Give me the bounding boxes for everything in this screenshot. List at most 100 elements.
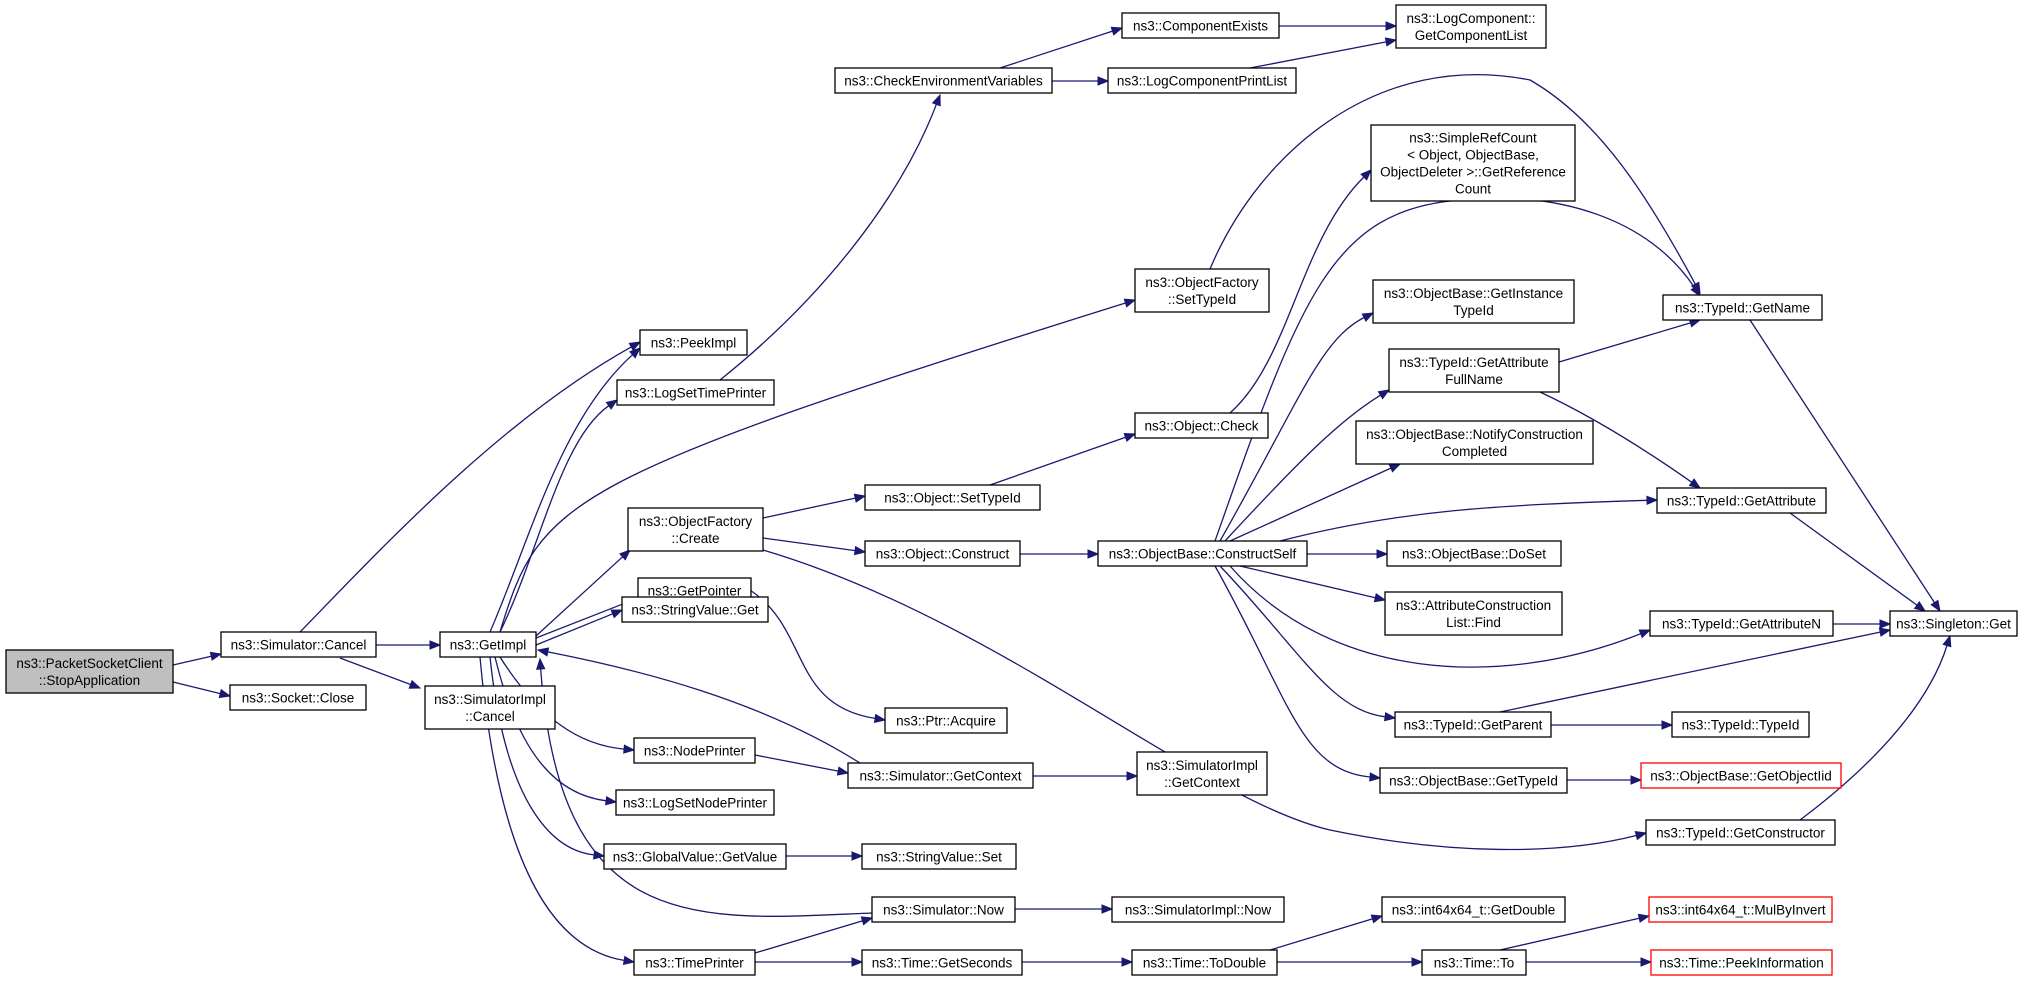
node-tidgetattr[interactable]: ns3::TypeId::GetAttribute [1656, 487, 1827, 514]
edge-arrowhead [622, 955, 636, 965]
node-obgettypeid[interactable]: ns3::ObjectBase::GetTypeId [1379, 767, 1568, 794]
node-label: ::Cancel [465, 709, 515, 724]
edge-obconstructself-to-obgettypeid [1214, 565, 1382, 782]
node-timeprinter[interactable]: ns3::TimePrinter [633, 949, 756, 976]
node-label: ns3::ObjectBase::NotifyConstruction [1366, 427, 1583, 442]
node-timetodouble[interactable]: ns3::Time::ToDouble [1131, 949, 1278, 976]
node-strset[interactable]: ns3::StringValue::Set [861, 843, 1017, 870]
edge-arrowhead [1361, 312, 1375, 322]
edge-tidgetparent-to-singletonget [1499, 627, 1892, 713]
node-box [1131, 949, 1278, 976]
edge-arrowhead [1879, 619, 1892, 629]
node-objconstruct[interactable]: ns3::Object::Construct [864, 540, 1021, 567]
node-obconstructself[interactable]: ns3::ObjectBase::ConstructSelf [1097, 540, 1308, 567]
node-logcompgetlist[interactable]: ns3::LogComponent::GetComponentList [1395, 4, 1547, 49]
edge-simcancel-to-peekimpl [299, 341, 642, 633]
node-box [1656, 487, 1827, 514]
edge-logcompprint-to-logcompgetlist [1249, 37, 1398, 69]
node-simimplgetctx[interactable]: ns3::SimulatorImpl::GetContext [1136, 751, 1268, 796]
edge-ofcreate-to-objsettypeid [762, 493, 867, 519]
node-obdoset[interactable]: ns3::ObjectBase::DoSet [1386, 540, 1562, 567]
edge-tidgetattrn-to-singletonget [1833, 619, 1892, 629]
node-label: ns3::ObjectBase::DoSet [1402, 547, 1546, 562]
node-label: ns3::TypeId::GetAttributeN [1662, 617, 1821, 632]
node-objsettypeid[interactable]: ns3::Object::SetTypeId [864, 484, 1041, 511]
node-singletonget[interactable]: ns3::Singleton::Get [1889, 610, 2018, 637]
node-box [1134, 268, 1270, 313]
node-box [1649, 610, 1834, 637]
edge-arrowhead [1634, 831, 1648, 841]
node-i64mulbyinvert[interactable]: ns3::int64x64_t::MulByInvert [1648, 896, 1833, 923]
edge-arrowhead [535, 657, 546, 670]
node-simcancel[interactable]: ns3::Simulator::Cancel [220, 631, 377, 658]
node-objcheck[interactable]: ns3::Object::Check [1134, 412, 1269, 439]
node-i64getdouble[interactable]: ns3::int64x64_t::GetDouble [1381, 896, 1566, 923]
node-tidgetparent[interactable]: ns3::TypeId::GetParent [1394, 711, 1552, 738]
node-gvgetvalue[interactable]: ns3::GlobalValue::GetValue [603, 843, 787, 870]
node-checkenv[interactable]: ns3::CheckEnvironmentVariables [834, 67, 1053, 94]
node-tidgetname[interactable]: ns3::TypeId::GetName [1662, 294, 1823, 321]
node-box [615, 789, 775, 816]
node-box [1650, 949, 1833, 976]
node-ofcreate[interactable]: ns3::ObjectFactory::Create [627, 507, 764, 552]
edge-tidgetconstructor-to-singletonget [1799, 634, 1952, 821]
node-getimpl[interactable]: ns3::GetImpl [439, 631, 537, 658]
edge-arrowhead [931, 93, 941, 107]
node-ofsettypeid[interactable]: ns3::ObjectFactory::SetTypeId [1134, 268, 1270, 313]
node-timepeekinfo[interactable]: ns3::Time::PeekInformation [1650, 949, 1833, 976]
node-label: ns3::LogComponent:: [1406, 11, 1535, 26]
edge-getpointer-to-ptracquire [749, 589, 887, 724]
edge-arrowhead [1640, 957, 1653, 967]
node-simplerefcount[interactable]: ns3::SimpleRefCount< Object, ObjectBase,… [1370, 124, 1576, 202]
node-compexists[interactable]: ns3::ComponentExists [1121, 12, 1280, 39]
node-tidgetconstructor[interactable]: ns3::TypeId::GetConstructor [1645, 819, 1836, 846]
edge-arrowhead [1360, 169, 1372, 181]
node-simnow[interactable]: ns3::Simulator::Now [871, 896, 1016, 923]
edge-arrowhead [1123, 432, 1137, 442]
edge-arrowhead [1097, 76, 1110, 86]
edge-arrowhead [605, 796, 618, 806]
node-sockclose[interactable]: ns3::Socket::Close [229, 684, 367, 711]
node-ptracquire[interactable]: ns3::Ptr::Acquire [884, 707, 1008, 734]
edge-objcheck-to-simplerefcount [1229, 169, 1372, 414]
node-stopapp[interactable]: ns3::PacketSocketClient::StopApplication [5, 649, 174, 694]
node-simimplnow[interactable]: ns3::SimulatorImpl::Now [1111, 896, 1285, 923]
node-box [616, 379, 775, 406]
node-timeto[interactable]: ns3::Time::To [1421, 949, 1527, 976]
node-obnotify[interactable]: ns3::ObjectBase::NotifyConstructionCompl… [1355, 420, 1594, 465]
edge-stopapp-to-simcancel [172, 651, 223, 666]
edge-line [762, 537, 856, 552]
node-label: ns3::PacketSocketClient [16, 656, 163, 671]
node-label: ns3::ObjectBase::GetTypeId [1389, 774, 1558, 789]
edge-arrowhead [623, 744, 636, 754]
node-simgetctx[interactable]: ns3::Simulator::GetContext [847, 762, 1034, 789]
edge-stopapp-to-sockclose [172, 681, 232, 699]
edge-ofcreate-to-tidgetconstructor [762, 549, 1648, 851]
edge-arrowhead [1123, 298, 1137, 308]
node-label: ns3::Ptr::Acquire [896, 714, 996, 729]
node-box [884, 707, 1008, 734]
edge-arrowhead [1630, 775, 1643, 785]
node-logsetnp[interactable]: ns3::LogSetNodePrinter [615, 789, 775, 816]
node-strget[interactable]: ns3::StringValue::Get [621, 596, 769, 623]
node-box [1421, 949, 1527, 976]
node-simimplcancel[interactable]: ns3::SimulatorImpl::Cancel [424, 685, 556, 730]
edge-getimpl-to-strget [535, 609, 624, 646]
node-obgetobjectiid[interactable]: ns3::ObjectBase::GetObjectIid [1640, 762, 1842, 789]
node-logcompprint[interactable]: ns3::LogComponentPrintList [1107, 67, 1297, 94]
node-label: ns3::Time::PeekInformation [1659, 956, 1824, 971]
node-logsettp[interactable]: ns3::LogSetTimePrinter [616, 379, 775, 406]
node-timegetsec[interactable]: ns3::Time::GetSeconds [861, 949, 1023, 976]
node-box [1648, 896, 1833, 923]
edge-arrowhead [218, 688, 232, 699]
node-box [1111, 896, 1285, 923]
node-box [1355, 420, 1594, 465]
node-tidgetattrn[interactable]: ns3::TypeId::GetAttributeN [1649, 610, 1834, 637]
node-peekimpl[interactable]: ns3::PeekImpl [639, 329, 748, 356]
node-tidtypeid[interactable]: ns3::TypeId::TypeId [1671, 711, 1810, 738]
edge-line [489, 354, 634, 633]
node-nodeprinter[interactable]: ns3::NodePrinter [633, 737, 756, 764]
